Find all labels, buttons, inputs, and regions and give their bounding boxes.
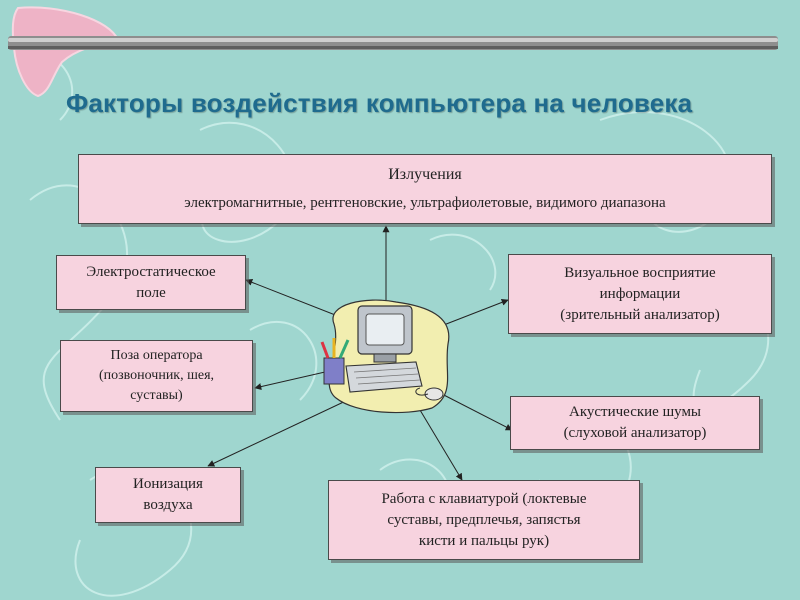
electrostatic-box: Электростатическое поле xyxy=(56,255,246,310)
visual-box: Визуальное восприятие информации (зрител… xyxy=(508,254,772,334)
keyboard-line-3: кисти и пальцы рук) xyxy=(418,532,550,549)
visual-line-3: (зрительный анализатор) xyxy=(560,306,720,323)
posture-line-2: (позвоночник, шея, xyxy=(98,368,215,383)
ionization-box: Ионизация воздуха xyxy=(95,467,241,523)
visual-line-1: Визуальное восприятие xyxy=(564,264,716,281)
acoustic-line-1: Акустические шумы xyxy=(568,404,702,420)
keyboard-line-1: Работа с клавиатурой (локтевые xyxy=(381,490,587,507)
acoustic-box: Акустические шумы (слуховой анализатор) xyxy=(510,396,760,450)
arrow-to-keyboard xyxy=(419,409,463,481)
ionization-line-1: Ионизация xyxy=(133,476,203,492)
acoustic-line-2: (слуховой анализатор) xyxy=(563,425,707,441)
slide-title: Факторы воздействия компьютера на челове… xyxy=(66,88,693,118)
arrow-to-posture xyxy=(254,371,326,391)
arrow-to-ionization xyxy=(207,397,353,467)
keyboard-box: Работа с клавиатурой (локтевые суставы, … xyxy=(328,480,640,560)
posture-box: Поза оператора (позвоночник, шея, сустав… xyxy=(60,340,253,412)
visual-line-2: информации xyxy=(599,285,681,302)
radiation-subtitle: электромагнитные, рентгеновские, ультраф… xyxy=(184,195,666,211)
computer-clipart-icon xyxy=(320,299,450,414)
arrow-to-acoustic xyxy=(437,391,513,431)
posture-line-1: Поза оператора xyxy=(110,348,203,363)
arrow-to-electrostatic xyxy=(245,279,349,321)
keyboard-line-2: суставы, предплечья, запястья xyxy=(387,511,581,528)
radiation-title: Излучения xyxy=(388,166,462,183)
radiation-box: Излучения электромагнитные, рентгеновски… xyxy=(78,154,772,224)
electrostatic-line-1: Электростатическое xyxy=(86,263,216,280)
posture-line-3: суставы) xyxy=(130,388,183,403)
ionization-line-2: воздуха xyxy=(143,497,193,513)
electrostatic-line-2: поле xyxy=(136,284,166,301)
